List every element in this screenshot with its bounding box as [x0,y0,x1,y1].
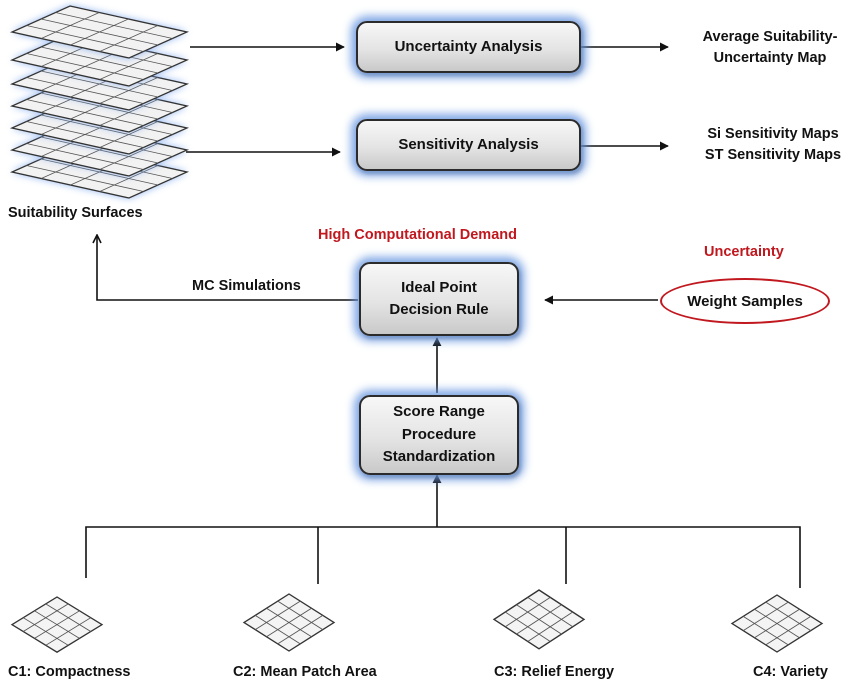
criterion-map-c1 [11,596,103,653]
weight-samples-ellipse: Weight Samples [660,278,830,324]
uncertainty-analysis-box: Uncertainty Analysis [356,21,581,73]
score-range-box: Score Range Procedure Standardization [359,395,519,475]
uncertainty-output-label: Average Suitability- Uncertainty Map [702,29,838,67]
criterion-label-c2: C2: Mean Patch Area [233,664,377,680]
uncertainty-label: Uncertainty [704,244,784,260]
arrow-mc-simulations [97,235,358,301]
suitability-surfaces-stack [12,6,187,198]
high-computational-demand-label: High Computational Demand [318,227,517,243]
sensitivity-output-label: Si Sensitivity Maps ST Sensitivity Maps [704,126,842,164]
criterion-map-c2 [243,593,335,652]
criteria-bus-line [85,526,801,588]
criterion-map-c3 [493,589,585,650]
criterion-label-c3: C3: Relief Energy [494,664,615,680]
suitability-surfaces-label: Suitability Surfaces [8,205,143,221]
criterion-label-c1: C1: Compactness [8,664,131,680]
ideal-point-box: Ideal Point Decision Rule [359,262,519,336]
sensitivity-analysis-box: Sensitivity Analysis [356,119,581,171]
mc-simulations-label: MC Simulations [192,278,301,294]
criterion-label-c4: C4: Variety [753,664,828,680]
criterion-map-c4 [731,594,823,653]
